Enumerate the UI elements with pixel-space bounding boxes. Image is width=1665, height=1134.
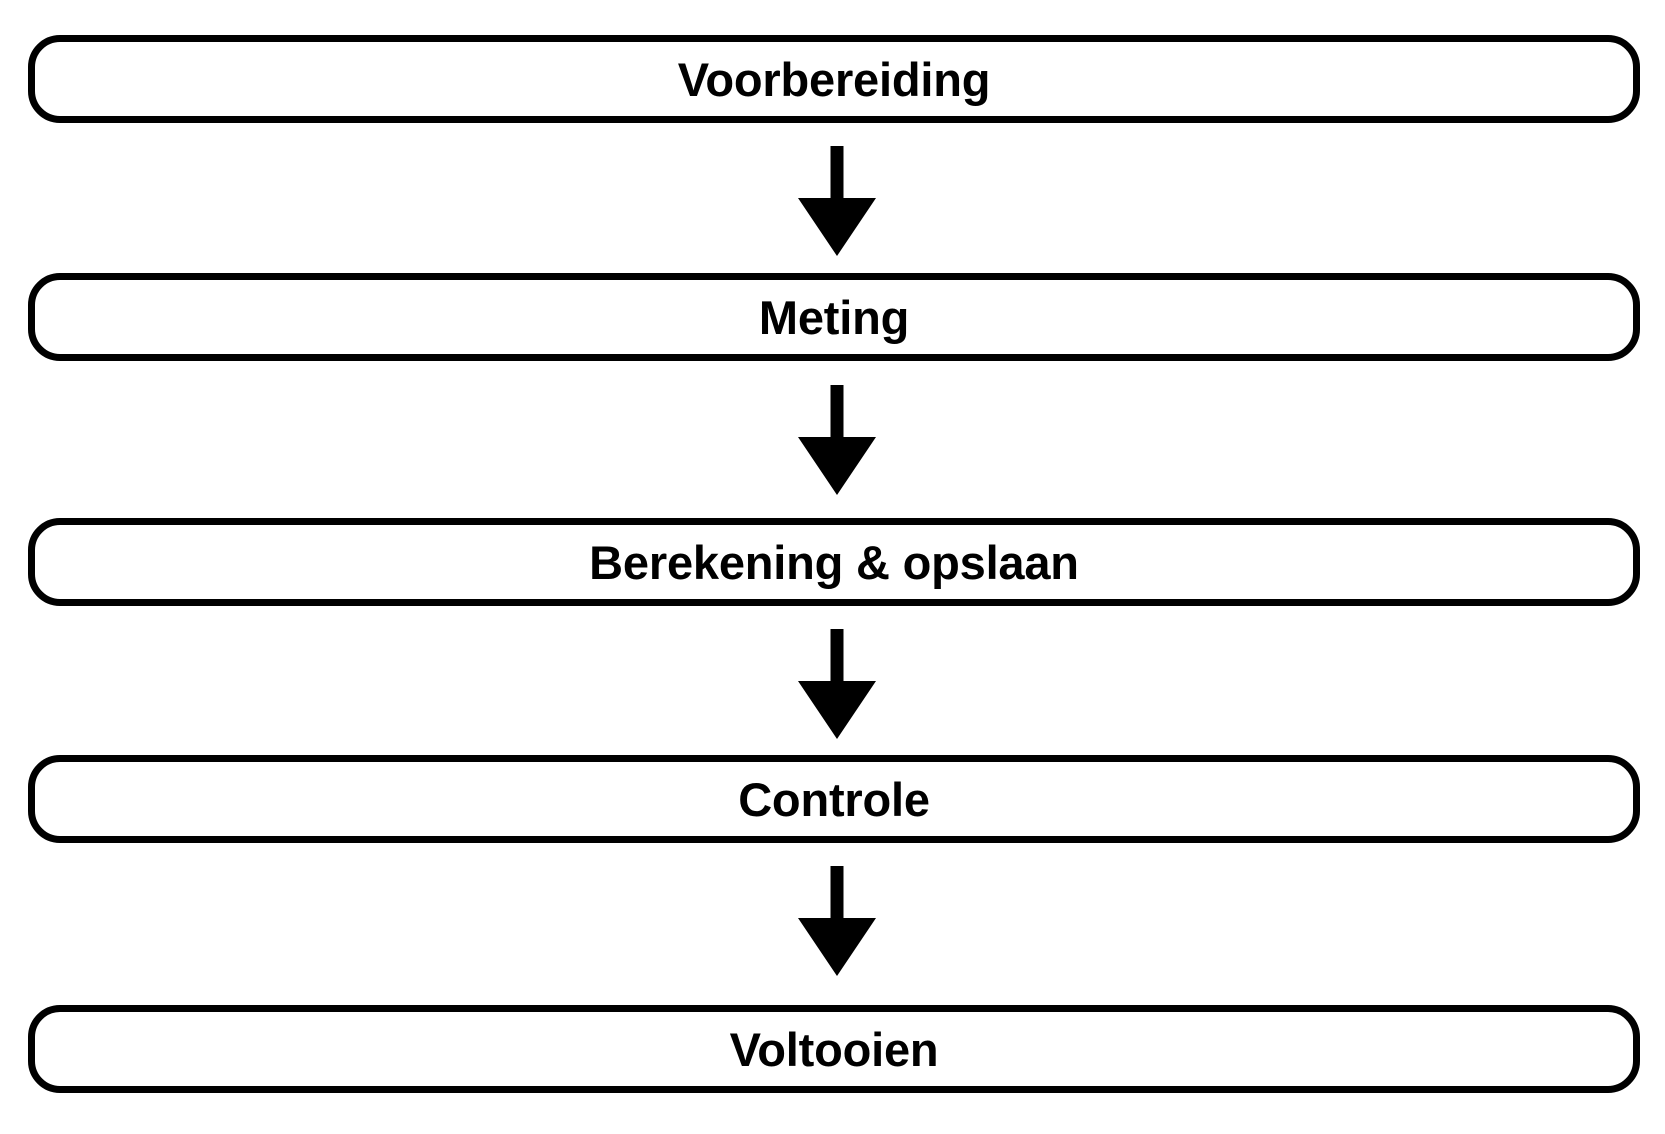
flow-node-voorbereiding[interactable]: Voorbereiding bbox=[28, 35, 1640, 123]
flow-connector-3 bbox=[798, 629, 876, 739]
flow-connector-4 bbox=[798, 866, 876, 976]
flow-node-label: Berekening & opslaan bbox=[589, 535, 1079, 589]
flow-node-controle[interactable]: Controle bbox=[28, 755, 1640, 843]
flow-node-label: Meting bbox=[758, 290, 910, 344]
flow-connector-2 bbox=[798, 385, 876, 495]
flow-node-label: Voorbereiding bbox=[677, 52, 991, 106]
flow-node-voltooien[interactable]: Voltooien bbox=[28, 1005, 1640, 1093]
flow-node-label: Controle bbox=[738, 772, 930, 826]
arrow-down-icon bbox=[798, 866, 876, 976]
flow-node-meting[interactable]: Meting bbox=[28, 273, 1640, 361]
flow-connector-1 bbox=[798, 146, 876, 256]
arrow-down-icon bbox=[798, 385, 876, 495]
arrow-down-icon bbox=[798, 629, 876, 739]
flow-node-label: Voltooien bbox=[729, 1022, 939, 1076]
flow-node-berekening-opslaan[interactable]: Berekening & opslaan bbox=[28, 518, 1640, 606]
arrow-down-icon bbox=[798, 146, 876, 256]
